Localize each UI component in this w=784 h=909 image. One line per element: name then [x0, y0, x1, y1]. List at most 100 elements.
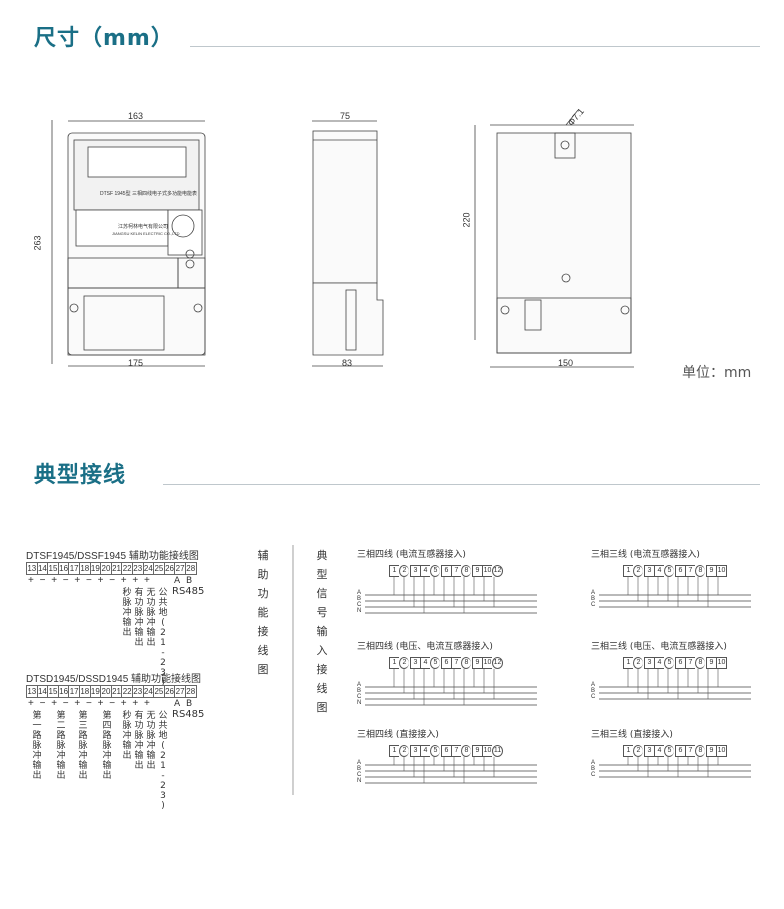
terminal: 6 — [675, 657, 685, 669]
vertical-label: 无功脉冲输出 — [146, 588, 156, 648]
terminal: 9 — [706, 657, 716, 669]
terminal-cell: 22 — [121, 685, 132, 698]
terminal-cell: 28 — [184, 685, 197, 698]
vertical-label: 秒脉冲输出 — [122, 588, 132, 638]
wiring-title: 三相三线 (直接接入) — [591, 730, 673, 740]
terminal-cell: 21 — [110, 685, 122, 698]
terminal: 1 — [623, 565, 633, 577]
terminal-sign: − — [39, 698, 46, 709]
terminal-sign: + — [144, 698, 150, 709]
terminal: 5 — [664, 565, 674, 577]
vertical-label: 第四路脉冲输出 — [102, 711, 112, 781]
terminal-cell: 25 — [153, 685, 164, 698]
terminal: 4 — [420, 657, 430, 669]
terminal: 8 — [695, 745, 705, 757]
terminal-cell: 13 — [26, 562, 37, 575]
terminal: 6 — [441, 657, 451, 669]
terminal: 12 — [492, 565, 503, 577]
terminal-sign: − — [62, 698, 69, 709]
section-title-dimensions: 尺寸（mm） — [34, 26, 174, 51]
phase-label: N — [357, 700, 362, 706]
aux1-a: A — [174, 576, 181, 586]
terminal-cell: 23 — [131, 562, 143, 575]
phase-label: C — [591, 772, 596, 778]
terminal-sign: − — [39, 575, 46, 586]
vertical-label: 第一路脉冲输出 — [32, 711, 42, 781]
dim-back-side: 220 — [461, 212, 472, 228]
dim-front-top: 163 — [128, 111, 144, 121]
wiring-title: 三相四线 (直接接入) — [357, 730, 439, 740]
unit-label: 单位：mm — [682, 365, 752, 381]
terminal: 9 — [706, 745, 716, 757]
terminal-cell: 28 — [184, 562, 197, 575]
terminal: 1 — [389, 657, 399, 669]
terminal-cell: 15 — [47, 562, 58, 575]
vertical-label: 有功脉冲输出 — [134, 588, 144, 648]
phase-label: A — [357, 590, 362, 596]
phase-label: B — [357, 596, 362, 602]
wiring-title: 三相四线 (电压、电流互感器接入) — [357, 642, 493, 652]
terminal: 3 — [644, 657, 654, 669]
dim-front-side: 263 — [32, 235, 43, 251]
terminal-sign: + — [120, 575, 127, 586]
phase-label: B — [591, 766, 596, 772]
terminal-cell: 27 — [174, 562, 185, 575]
terminal-sign: + — [120, 698, 127, 709]
terminal: 2 — [633, 565, 643, 577]
terminal-sign: + — [144, 575, 150, 586]
terminal: 10 — [716, 565, 727, 577]
dim-side-bottom: 83 — [342, 358, 353, 368]
phase-label: B — [357, 766, 362, 772]
terminal: 6 — [675, 745, 685, 757]
phase-label: A — [591, 590, 596, 596]
terminal: 7 — [685, 657, 695, 669]
meter-model-text: DTSF 1945型 三相四线电子式多功能电能表 — [100, 191, 197, 197]
phase-label: A — [357, 760, 362, 766]
phase-label: N — [357, 608, 362, 614]
back-view — [474, 109, 634, 368]
terminal: 6 — [441, 745, 451, 757]
section-title-wiring: 典型接线 — [34, 463, 127, 488]
terminal-sign: + — [51, 698, 58, 709]
terminal: 5 — [664, 657, 674, 669]
terminal-cell: 26 — [163, 562, 175, 575]
terminal-cell: 19 — [89, 685, 101, 698]
terminal-sign: + — [97, 698, 104, 709]
terminal: 3 — [410, 657, 420, 669]
phase-label: C — [591, 694, 596, 700]
meter-company-en: JIANGSU KELIN ELECTRIC CO.,LTD — [112, 231, 180, 236]
vertical-label: 秒脉冲输出 — [122, 711, 132, 761]
terminal: 10 — [482, 565, 492, 577]
vertical-label: 第二路脉冲输出 — [56, 711, 66, 781]
terminal-cell: 16 — [57, 685, 69, 698]
terminal-sign: + — [132, 698, 139, 709]
aux2-b: B — [186, 699, 193, 709]
terminal: 11 — [492, 745, 503, 757]
terminal-cell: 24 — [142, 685, 154, 698]
terminal-cell: 27 — [174, 685, 185, 698]
terminal: 4 — [420, 745, 430, 757]
terminal-sign: − — [86, 575, 92, 586]
terminal: 5 — [430, 657, 440, 669]
aux1-b: B — [186, 576, 193, 586]
side-label-aux: 辅助功能接线图 — [257, 549, 269, 676]
phase-label: C — [357, 694, 362, 700]
terminal-cell: 13 — [26, 685, 37, 698]
terminal: 3 — [410, 745, 420, 757]
wiring-title: 三相四线 (电流互感器接入) — [357, 550, 466, 560]
terminal: 4 — [420, 565, 430, 577]
terminal: 9 — [472, 657, 482, 669]
terminal-sign: + — [97, 575, 104, 586]
vertical-label: 无功脉冲输出 — [146, 711, 156, 771]
terminal-cell: 14 — [36, 562, 48, 575]
terminal: 8 — [461, 657, 471, 669]
terminal: 9 — [472, 745, 482, 757]
phase-label: B — [591, 596, 596, 602]
terminal: 7 — [451, 565, 461, 577]
terminal-cell: 14 — [36, 685, 48, 698]
terminal: 7 — [685, 745, 695, 757]
